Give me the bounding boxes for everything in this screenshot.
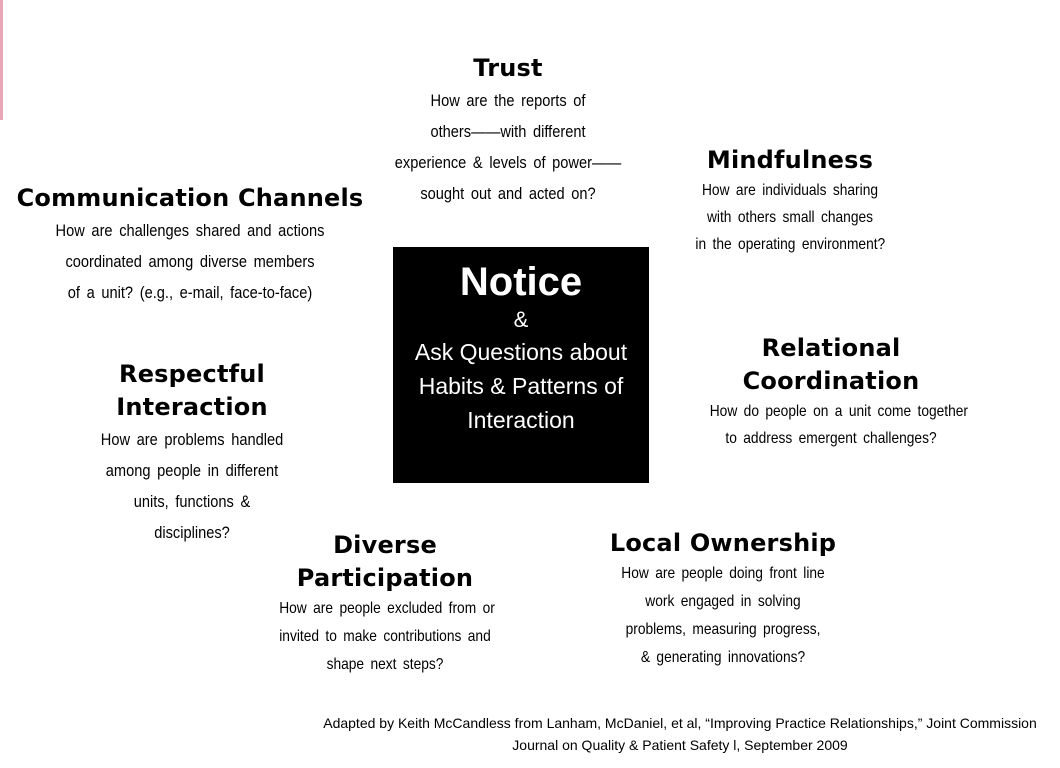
node-local-line: How are people doing front line (621, 565, 825, 582)
node-trust-line: others——with different (430, 122, 586, 141)
node-mindfulness-line: with others small changes (706, 209, 874, 226)
citation-footer: Adapted by Keith McCandless from Lanham,… (300, 712, 1060, 756)
center-body-line: about Habits & (418, 339, 628, 399)
node-mindfulness: Mindfulness How are individuals sharing … (680, 144, 900, 258)
center-body: Ask Questions about Habits & Patterns of… (393, 335, 649, 437)
node-relational-coordination: Relational Coordination How do people on… (690, 332, 972, 452)
node-communication-line: How are challenges shared and actions (55, 221, 325, 240)
citation-line: Adapted by Keith McCandless from Lanham,… (323, 715, 923, 731)
node-local-line: & generating innovations? (640, 649, 806, 666)
node-diverse-description: How are people excluded from or invited … (279, 595, 495, 679)
center-body-line: Ask Questions (414, 339, 564, 365)
node-respectful-description: How are problems handled among people in… (92, 424, 292, 548)
node-relational-title-line: Relational (761, 334, 901, 362)
node-communication-title: Communication Channels (16, 184, 364, 212)
node-respectful-line: units, functions & (133, 492, 251, 511)
node-relational-description: How do people on a unit come together to… (709, 398, 968, 452)
node-respectful-interaction: Respectful Interaction How are problems … (76, 358, 308, 548)
node-local-description: How are people doing front line work eng… (616, 560, 831, 672)
node-local-ownership: Local Ownership How are people doing fro… (598, 527, 848, 672)
node-trust-line: How are the reports of (430, 91, 586, 110)
node-communication-line: coordinated among diverse members (65, 252, 315, 271)
node-mindfulness-line: in the operating environment? (695, 236, 886, 253)
node-mindfulness-title: Mindfulness (706, 146, 874, 174)
node-trust-line: experience & levels of power—— (394, 153, 622, 172)
node-local-line: work engaged in solving (645, 593, 801, 610)
center-body-line: Patterns of (512, 373, 624, 399)
node-respectful-title-line: Respectful (119, 360, 265, 388)
node-respectful-line: disciplines? (154, 523, 230, 542)
edge-accent-bar (0, 0, 3, 120)
node-trust-title: Trust (473, 54, 543, 82)
node-trust-description: How are the reports of others——with diff… (388, 85, 629, 209)
node-respectful-title: Respectful Interaction (76, 358, 308, 424)
center-body-line: Interaction (467, 407, 575, 433)
node-diverse-line: How are people excluded from or (279, 600, 495, 617)
node-diverse-title-line: Diverse (333, 531, 437, 559)
node-trust-line: sought out and acted on? (420, 184, 596, 203)
node-local-title: Local Ownership (609, 529, 837, 557)
center-box: Notice & Ask Questions about Habits & Pa… (393, 247, 649, 483)
center-title: Notice (459, 260, 583, 304)
node-trust: Trust How are the reports of others——wit… (368, 52, 648, 209)
node-mindfulness-description: How are individuals sharing with others … (695, 177, 886, 258)
node-respectful-title-line: Interaction (116, 393, 268, 421)
node-diverse-title: Diverse Participation (262, 529, 508, 595)
node-communication-line: of a unit? (e.g., e-mail, face-to-face) (67, 283, 313, 302)
citation-line: Joint Commission Journal on Quality & Pa… (512, 715, 1037, 753)
node-relational-line: How do people on a unit come together (709, 403, 968, 420)
node-diverse-line: shape next steps? (326, 656, 444, 673)
center-ampersand: & (513, 307, 529, 332)
node-relational-title: Relational Coordination (690, 332, 972, 398)
node-diverse-title-line: Participation (296, 564, 474, 592)
node-relational-title-line: Coordination (742, 367, 920, 395)
node-respectful-line: among people in different (105, 461, 279, 480)
node-relational-line: to address emergent challenges? (725, 430, 937, 447)
node-communication-channels: Communication Channels How are challenge… (14, 182, 366, 308)
node-mindfulness-line: How are individuals sharing (701, 182, 879, 199)
node-local-line: problems, measuring progress, (625, 621, 821, 638)
node-communication-description: How are challenges shared and actions co… (39, 215, 342, 308)
node-respectful-line: How are problems handled (100, 430, 284, 449)
node-diverse-line: invited to make contributions and (279, 628, 491, 645)
node-diverse-participation: Diverse Participation How are people exc… (262, 529, 508, 679)
